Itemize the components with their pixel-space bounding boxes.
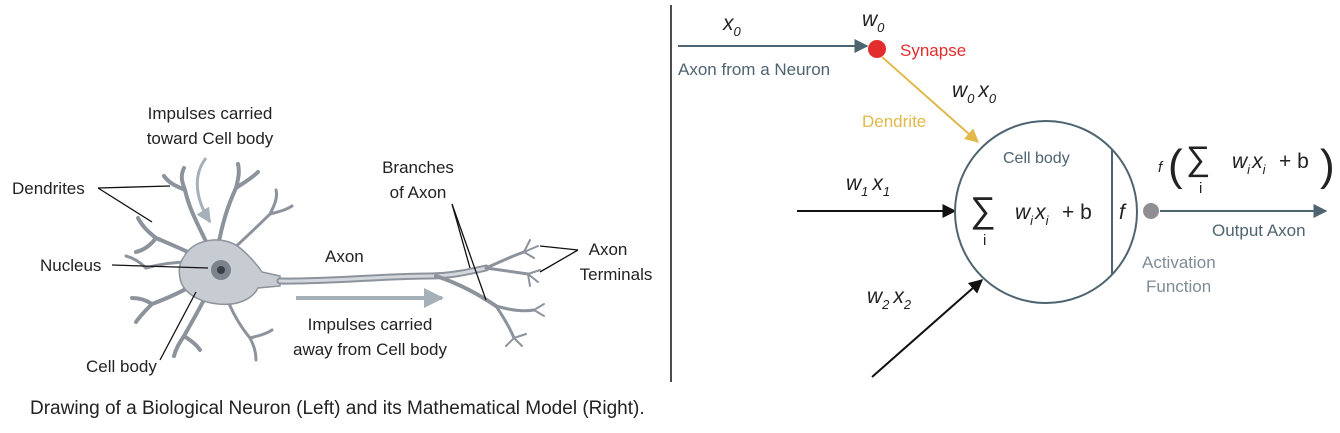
branches-of-axon-label-line1: Branches — [382, 158, 454, 177]
cell-body-model-label: Cell body — [1003, 150, 1070, 167]
synapse-dot — [868, 40, 886, 58]
sum-symbol: ∑ — [970, 189, 996, 230]
impulses-toward-label-line2: toward Cell body — [147, 129, 274, 148]
input-w2x2-arrow — [871, 279, 984, 378]
output-f: f — [1158, 159, 1164, 176]
output-axon-label: Output Axon — [1212, 221, 1306, 240]
output-sum-symbol: ∑ — [1186, 140, 1210, 178]
impulses-toward-label-line1: Impulses carried — [148, 104, 273, 123]
activation-label-line2: Function — [1146, 277, 1211, 296]
axon-shape-inner — [278, 266, 488, 283]
w0-label: w0 — [862, 8, 885, 35]
output-paren-close: ) — [1320, 141, 1335, 190]
cell-body-circle — [954, 120, 1138, 304]
branches-of-axon-label-line2: of Axon — [390, 183, 447, 202]
cell-body-label: Cell body — [86, 357, 157, 376]
axon-from-neuron-label: Axon from a Neuron — [678, 60, 830, 79]
impulses-away-label-line1: Impulses carried — [308, 315, 433, 334]
axon-branches — [434, 239, 545, 347]
activation-dot — [1143, 203, 1159, 219]
sum-term: wixi — [1015, 201, 1050, 228]
synapse-label: Synapse — [900, 41, 966, 60]
sum-plus-b: + b — [1062, 201, 1092, 224]
output-plus-b: + b — [1279, 150, 1309, 173]
axon-terminals-label-line1: Axon — [589, 240, 628, 259]
callout-lines — [97, 185, 579, 361]
nucleus-label: Nucleus — [40, 256, 101, 275]
sum-index: i — [983, 232, 986, 249]
output-sum-index: i — [1199, 180, 1202, 197]
output-paren-open: ( — [1168, 141, 1183, 190]
biological-neuron-drawing: Impulses carried toward Cell body Dendri… — [12, 104, 652, 376]
f-inside-label: f — [1119, 201, 1127, 224]
impulse-toward-arrow — [195, 157, 212, 224]
output-term: wixi — [1232, 150, 1267, 177]
dendrites-label: Dendrites — [12, 179, 85, 198]
impulses-away-label-line2: away from Cell body — [293, 340, 448, 359]
axon-terminals-label-line2: Terminals — [580, 265, 653, 284]
nucleolus-shape — [217, 266, 225, 274]
axon-label: Axon — [325, 247, 364, 266]
activation-label-line1: Activation — [1142, 253, 1216, 272]
dendrite-label: Dendrite — [862, 112, 926, 131]
dendrite-arrow — [881, 56, 980, 143]
dendrite-branches — [124, 162, 294, 362]
figure-caption: Drawing of a Biological Neuron (Left) an… — [30, 398, 645, 419]
x0-label: x0 — [722, 12, 742, 39]
